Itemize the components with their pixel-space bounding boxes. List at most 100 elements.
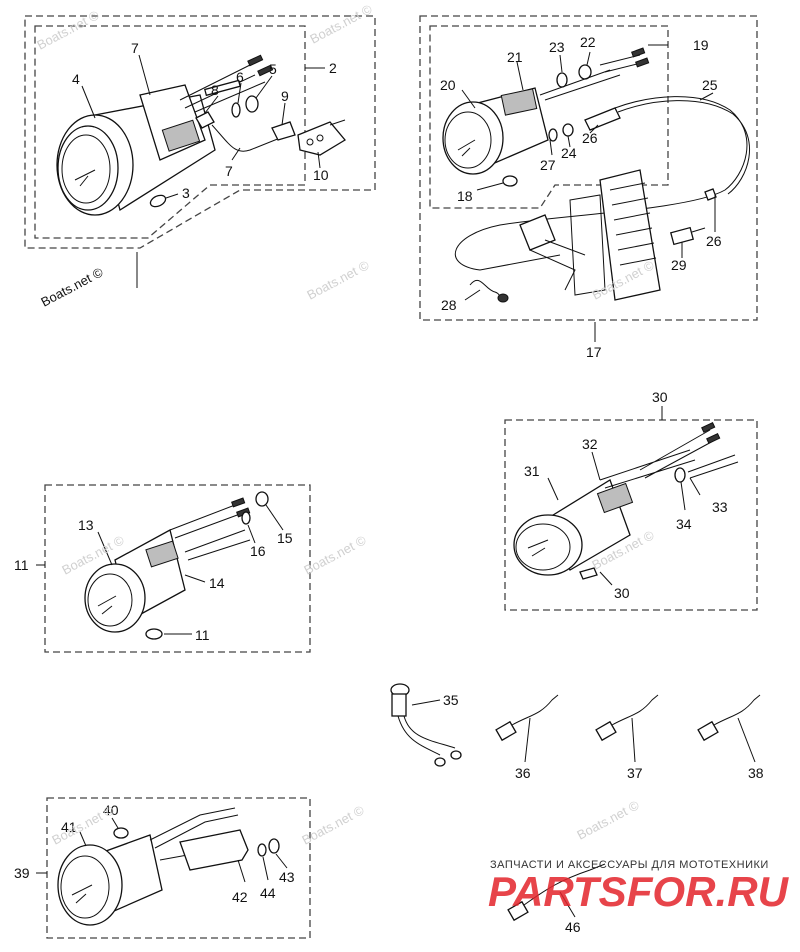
callout-9b: 9 [281, 88, 289, 104]
callout-14: 14 [209, 575, 225, 591]
sensor-26-upper [584, 107, 621, 131]
wires-21 [539, 54, 646, 101]
callout-45: 44 [260, 885, 276, 901]
callout-9a: 8 [211, 82, 219, 98]
part-38: 37 [595, 694, 659, 781]
bulb-19 [502, 175, 518, 187]
callout-19: 18 [457, 188, 473, 204]
callout-46: 46 [565, 919, 581, 935]
wires-14 [169, 504, 251, 561]
callout-23: 23 [549, 39, 565, 55]
group-17-outer-box [419, 15, 758, 321]
watermark-1: Boats.net © [307, 1, 375, 46]
callout-5: 7 [131, 40, 139, 56]
group-11: 13 14 16 15 11 11 [14, 484, 311, 653]
callout-36: 35 [443, 692, 459, 708]
nut-35 [674, 467, 686, 483]
callout-40: 39 [14, 865, 30, 881]
wire-34 [687, 454, 739, 479]
watermark-9: Boats.net © [574, 797, 642, 842]
callout-4: 4 [72, 71, 80, 87]
callout-32: 31 [524, 463, 540, 479]
group-40-box [46, 797, 311, 939]
gauge-20 [442, 87, 549, 175]
washer-7 [231, 102, 241, 118]
nut-23 [556, 72, 568, 88]
tachometer-gauge-4 [56, 54, 274, 216]
callout-12: 11 [195, 627, 210, 643]
connector-10 [297, 119, 346, 156]
nut-15 [255, 491, 269, 507]
clip-9 [195, 111, 215, 129]
bulb-41 [113, 827, 129, 839]
part-36: 35 [390, 683, 462, 767]
callout-25: 25 [702, 77, 718, 93]
callout-3: 3 [182, 185, 190, 201]
callout-42: 41 [61, 819, 77, 835]
engine-block [569, 169, 661, 301]
callout-44: 43 [279, 869, 295, 885]
shop-tagline: ЗАПЧАСТИ И АКСЕССУАРЫ ДЛЯ МОТОТЕХНИКИ [490, 859, 769, 871]
callout-6: 5 [269, 61, 277, 77]
group-30-box [504, 419, 758, 611]
wires-33 [599, 429, 716, 489]
gauge-13 [84, 529, 186, 633]
callout-24: 24 [561, 145, 577, 161]
callout-10: 10 [313, 167, 329, 183]
callout-27: 28 [441, 297, 457, 313]
group-17: 21 20 23 22 19 25 26 24 27 18 26 29 28 1… [419, 15, 758, 360]
callout-17: 17 [586, 344, 602, 360]
nut-16 [241, 511, 251, 525]
watermark-2: Boats.net © [34, 7, 102, 52]
bulb-3 [149, 193, 179, 208]
callout-39: 38 [748, 765, 764, 781]
callout-35: 34 [676, 516, 692, 532]
callout-30: 30 [652, 389, 668, 405]
wire-8 [211, 124, 281, 152]
watermark-10: Boats.net © [49, 802, 117, 847]
callout-16: 16 [250, 543, 266, 559]
group-18-inner-box [429, 25, 669, 209]
callout-43: 42 [232, 889, 248, 905]
nut-6 [245, 95, 259, 113]
bracket-43 [179, 829, 249, 871]
callout-28: 29 [671, 257, 687, 273]
shop-logo: PARTSFOR.RU [488, 868, 790, 915]
group-40: 40 41 42 44 43 39 [14, 797, 311, 939]
group-2: 7 4 6 5 8 9 7 10 3 2 [24, 15, 376, 288]
nut-45 [257, 843, 267, 857]
group-2-inner-box [34, 25, 306, 239]
callout-33: 32 [582, 436, 598, 452]
bulb-31 [579, 567, 598, 580]
callout-41: 40 [103, 802, 119, 818]
group-30: 30 32 31 33 34 30 [504, 389, 758, 611]
callout-7: 6 [236, 69, 244, 85]
callout-20: 20 [440, 77, 456, 93]
clip-26 [704, 188, 717, 201]
callout-26b: 26 [706, 233, 722, 249]
callout-21: 21 [507, 49, 523, 65]
callout-34: 33 [712, 499, 728, 515]
nut-24 [562, 123, 574, 137]
part-46: 46 [507, 863, 606, 935]
part-37: 36 [495, 694, 559, 781]
nut-44 [268, 838, 280, 854]
watermark-boats-net-main: Boats.net © [38, 264, 106, 309]
callout-26a: 26 [582, 130, 598, 146]
callout-13: 13 [78, 517, 94, 533]
callout-18: 19 [693, 37, 709, 53]
group-11-box [44, 484, 311, 653]
watermark-3: Boats.net © [304, 257, 372, 302]
callout-8: 7 [225, 163, 233, 179]
callout-11: 11 [14, 557, 29, 573]
callout-2: 2 [329, 60, 337, 76]
sender-28 [669, 226, 706, 246]
callout-22: 22 [580, 34, 596, 50]
callout-15: 15 [277, 530, 293, 546]
gauge-32 [513, 479, 634, 576]
callout-37: 36 [515, 765, 531, 781]
part-39: 38 [697, 694, 764, 781]
callout-31: 30 [614, 585, 630, 601]
bulb-12 [145, 628, 163, 640]
